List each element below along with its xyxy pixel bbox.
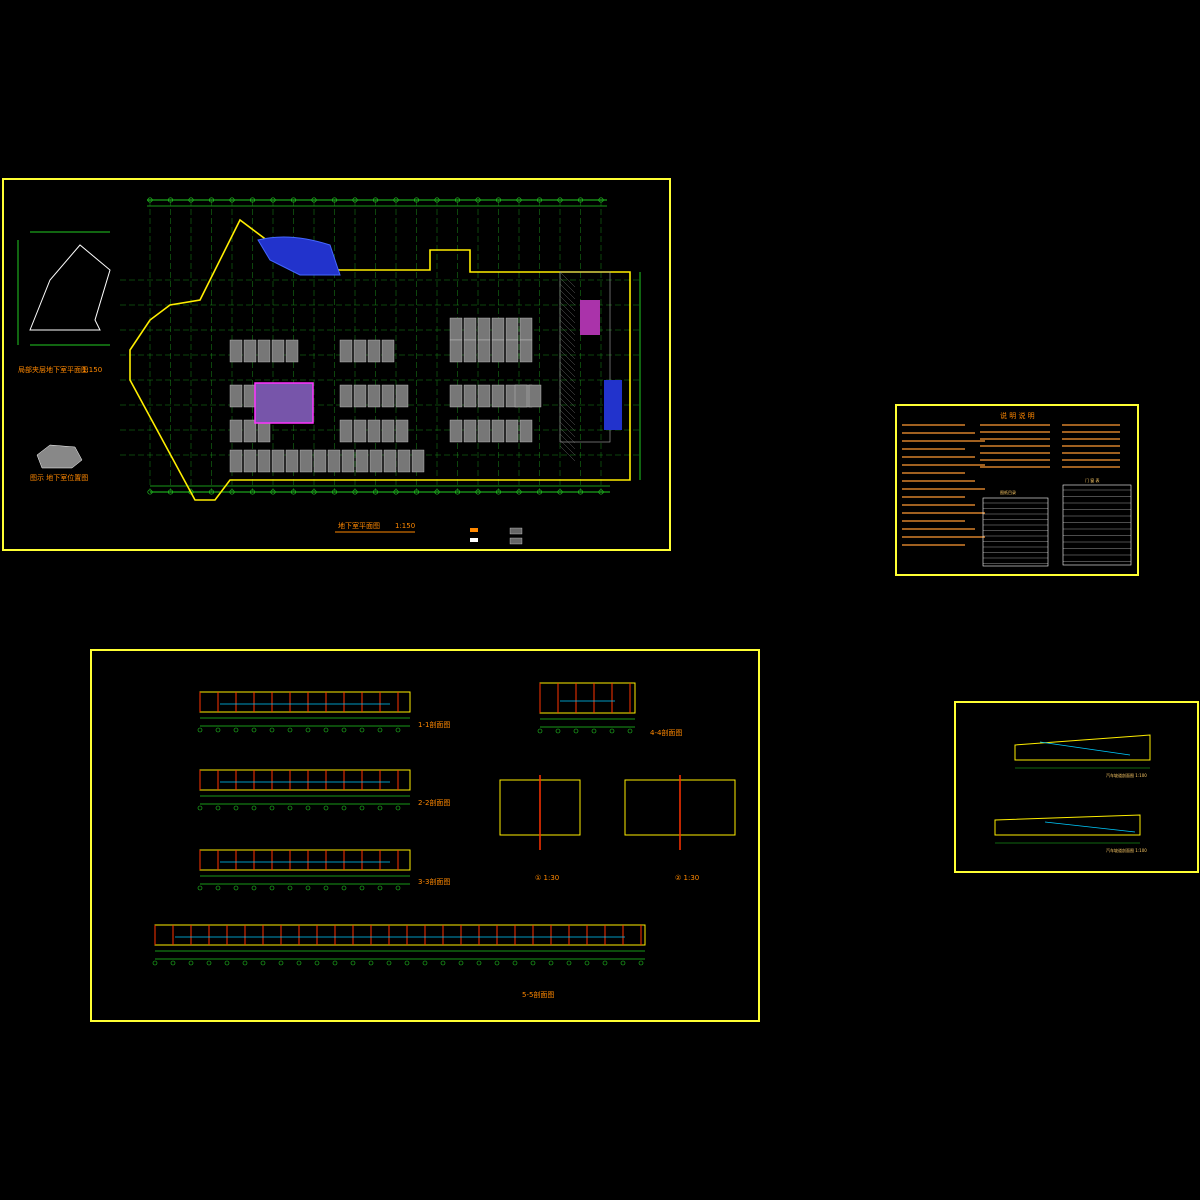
stair-core: [580, 300, 600, 335]
plan-sheet: 局部夹层地下室平面图 1:150 图示 地下室位置图 地下室平面图 1:150: [2, 178, 671, 551]
door-window-table-title: 门 窗 表: [1085, 477, 1100, 483]
table-rows: [983, 489, 1131, 564]
notes-sheet: 说 明 说 明 图纸目录 门 窗 表: [895, 404, 1139, 576]
plan-title: 地下室平面图: [338, 521, 380, 530]
section-3-title: 3-3剖面图: [418, 877, 450, 886]
ramp-sheet: 汽车坡道剖面图 1:100 汽车坡道剖面图 1:100: [954, 701, 1199, 873]
side-detail-plan: 局部夹层地下室平面图 1:150: [17, 231, 111, 374]
section-2-title: 2-2剖面图: [418, 798, 450, 807]
side-detail-title: 局部夹层地下室平面图: [18, 365, 88, 374]
plan-sheet-frame: [2, 178, 671, 551]
detail-1-title: ① 1:30: [535, 874, 559, 882]
basement-outline: [129, 218, 631, 501]
ramp-1-title: 汽车坡道剖面图 1:100: [1106, 772, 1147, 778]
side-detail-scale: 1:150: [82, 366, 102, 374]
drawing-list-table: [982, 497, 1049, 567]
service-zone: [559, 271, 611, 443]
vertical-grid-lines: [147, 197, 604, 495]
notes-sheet-frame: [895, 404, 1139, 576]
ramp-zone: [604, 380, 622, 430]
sections-sheet-frame: [90, 649, 760, 1022]
horizontal-grid-lines: [120, 279, 640, 456]
ramp-drawings: [994, 734, 1151, 844]
key-plan: [36, 444, 83, 469]
section-1-title: 1-1剖面图: [418, 720, 450, 729]
central-equipment-room: [254, 382, 314, 424]
plan-scale: 1:150: [395, 522, 415, 530]
drawing-list-title: 图纸目录: [1000, 489, 1016, 495]
notes-title: 说 明 说 明: [1000, 411, 1035, 420]
sections-sheet: 1-1剖面图 2-2剖面图 3-3剖面图 4-4剖面图 5-5剖面图 ① 1:3…: [90, 649, 760, 1022]
key-plan-title: 图示 地下室位置图: [30, 473, 88, 482]
section-drawings: [152, 682, 736, 966]
hatch-pattern: [559, 271, 576, 462]
section-4-title: 4-4剖面图: [650, 728, 682, 737]
detail-2-title: ② 1:30: [675, 874, 699, 882]
ramp-2-title: 汽车坡道剖面图 1:100: [1106, 847, 1147, 853]
pool-area: [257, 236, 341, 276]
section-5-title: 5-5剖面图: [522, 990, 554, 999]
door-window-table: [1062, 484, 1132, 566]
parking-spaces: [229, 317, 542, 473]
ramp-sheet-frame: [954, 701, 1199, 873]
legend: [470, 527, 523, 545]
notes-text-lines: [902, 424, 1120, 546]
